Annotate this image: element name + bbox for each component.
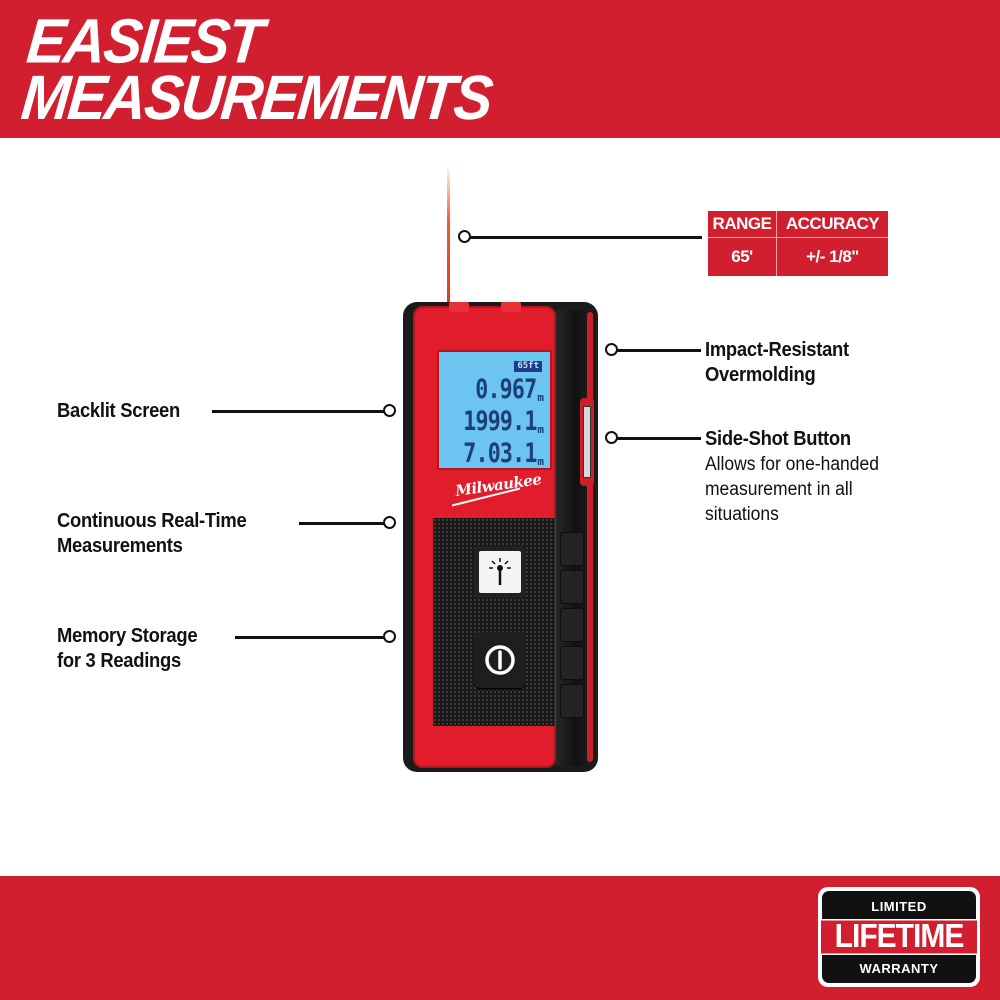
laser-distance-meter: 65ft 0.967 m 1999.1 m 7.03.1 m Milwaukee — [403, 302, 598, 772]
callout-impact-line2: Overmolding — [705, 364, 816, 386]
grip-segment — [560, 646, 584, 680]
callout-memory-storage: Memory Storage for 3 Readings — [57, 624, 198, 674]
range-badge: 65ft — [514, 361, 542, 372]
laser-aperture-nub — [501, 302, 521, 312]
power-button[interactable] — [474, 632, 526, 688]
callout-memory-line1: Memory Storage — [57, 625, 198, 647]
callout-dot-backlit — [383, 404, 396, 417]
callout-line-backlit — [212, 410, 384, 413]
reading-unit: m — [537, 391, 544, 404]
callout-impact-line1: Impact-Resistant — [705, 339, 849, 361]
headline-line-2: MEASUREMENTS — [18, 62, 495, 133]
laser-measure-icon — [489, 558, 511, 585]
callout-side-shot-description: Allows for one-handed measurement in all… — [705, 452, 879, 527]
backlit-screen: 65ft 0.967 m 1999.1 m 7.03.1 m — [437, 350, 552, 470]
side-shot-desc-line1: Allows for one-handed — [705, 454, 879, 475]
grip-segment — [560, 570, 584, 604]
device-side-trim — [587, 312, 593, 762]
side-shot-desc-line3: situations — [705, 504, 779, 525]
grip-segment — [560, 532, 584, 566]
callout-continuous-line1: Continuous Real-Time — [57, 510, 247, 532]
header-banner: EASIEST MEASUREMENTS — [0, 0, 1000, 138]
warranty-lifetime: LIFETIME — [821, 920, 977, 954]
spec-value-range: 65' — [708, 238, 777, 276]
reading-row-2: 1999.1 m — [449, 406, 544, 437]
callout-line-continuous — [299, 522, 384, 525]
headline: EASIEST MEASUREMENTS — [18, 6, 499, 133]
warranty-limited: LIMITED — [871, 899, 927, 914]
reading-unit: m — [537, 423, 544, 436]
brand-logo: Milwaukee — [454, 470, 543, 500]
grip-segment — [560, 684, 584, 718]
warranty-badge: LIMITED LIFETIME WARRANTY — [818, 887, 980, 987]
callout-side-shot-button: Side-Shot Button — [705, 428, 851, 450]
laser-callout-line — [470, 236, 702, 239]
reading-row-1: 0.967 m — [449, 374, 544, 405]
callout-dot-memory — [383, 630, 396, 643]
callout-line-memory — [235, 636, 384, 639]
callout-continuous-measurements: Continuous Real-Time Measurements — [57, 509, 247, 559]
reading-value: 7.03.1 — [463, 438, 537, 469]
spec-value-accuracy: +/- 1/8" — [806, 247, 859, 266]
power-icon — [485, 645, 515, 675]
spec-table: RANGE ACCURACY 65' +/- 1/8" — [708, 211, 888, 276]
device-front-housing: 65ft 0.967 m 1999.1 m 7.03.1 m Milwaukee — [413, 302, 556, 768]
warranty-warranty: WARRANTY — [859, 961, 939, 976]
laser-beam — [447, 165, 450, 305]
callout-backlit-screen: Backlit Screen — [57, 400, 180, 422]
callout-dot-continuous — [383, 516, 396, 529]
side-shot-desc-line2: measurement in all — [705, 479, 853, 500]
callout-line-overmolding — [617, 349, 701, 352]
side-shot-button[interactable] — [580, 398, 594, 486]
measure-button-face — [479, 551, 521, 593]
warranty-lifetime-frame: LIFETIME — [818, 919, 980, 955]
measure-button[interactable] — [474, 546, 526, 598]
warranty-badge-inner: LIMITED LIFETIME WARRANTY — [818, 891, 980, 983]
side-shot-button-face — [583, 406, 591, 478]
reading-value: 1999.1 — [463, 406, 537, 437]
callout-memory-line2: for 3 Readings — [57, 650, 181, 672]
spec-header-range: RANGE — [708, 211, 777, 238]
spec-header-accuracy: ACCURACY — [777, 211, 888, 238]
callout-impact-resistant: Impact-Resistant Overmolding — [705, 338, 849, 388]
reading-unit: m — [537, 455, 544, 468]
laser-aperture-nub — [449, 302, 469, 312]
reading-value: 0.967 — [475, 374, 537, 405]
reading-row-3: 7.03.1 m — [449, 438, 544, 469]
keypad-panel — [433, 518, 555, 726]
grip-segment — [560, 608, 584, 642]
callout-continuous-line2: Measurements — [57, 535, 183, 557]
callout-line-side-shot — [617, 437, 701, 440]
